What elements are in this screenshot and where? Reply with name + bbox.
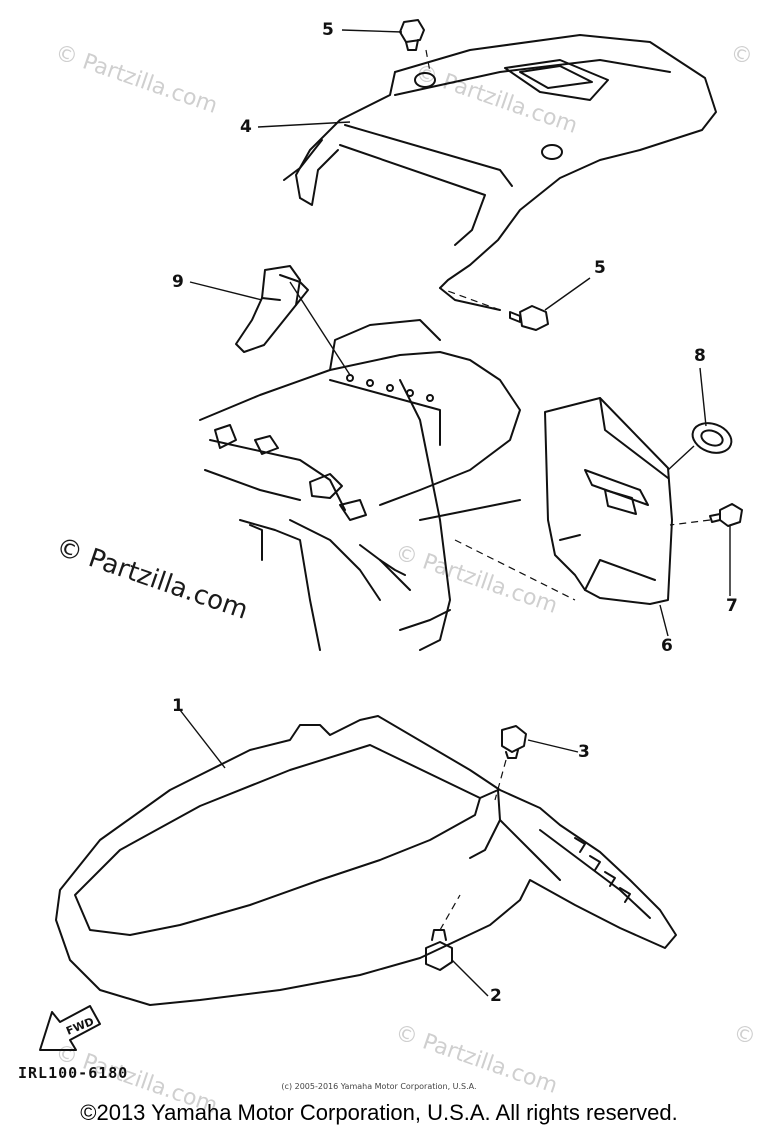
callout-7: 7 bbox=[726, 596, 738, 616]
callout-5-top: 5 bbox=[322, 20, 334, 40]
part-5-bolt-right bbox=[509, 305, 549, 331]
callout-3: 3 bbox=[578, 742, 590, 762]
leader-lines bbox=[179, 29, 731, 997]
frame bbox=[199, 319, 521, 651]
callout-8: 8 bbox=[694, 346, 706, 366]
fwd-arrow bbox=[39, 1005, 101, 1051]
callout-1: 1 bbox=[172, 696, 184, 716]
callout-6: 6 bbox=[661, 636, 673, 656]
dashed-leaders bbox=[425, 49, 711, 931]
part-6-plate bbox=[544, 397, 673, 605]
diagram-code: IRL100-6180 bbox=[18, 1064, 129, 1082]
callout-9: 9 bbox=[172, 272, 184, 292]
part-3-bolt bbox=[501, 725, 527, 759]
footer-copyright: ©2013 Yamaha Motor Corporation, U.S.A. A… bbox=[80, 1100, 678, 1125]
callout-5-right: 5 bbox=[594, 258, 606, 278]
part-5-bolt-top bbox=[399, 19, 425, 51]
callout-4: 4 bbox=[240, 117, 252, 137]
part-4-tail-cover bbox=[283, 34, 717, 311]
part-7-bolt bbox=[709, 503, 743, 527]
part-9-bracket bbox=[235, 265, 309, 353]
callout-2: 2 bbox=[490, 986, 502, 1006]
part-8-grommet bbox=[691, 422, 733, 454]
small-copyright: (c) 2005-2016 Yamaha Motor Corporation, … bbox=[281, 1082, 477, 1091]
part-2-bolt bbox=[425, 929, 453, 971]
part-1-rear-fender bbox=[55, 715, 677, 1006]
